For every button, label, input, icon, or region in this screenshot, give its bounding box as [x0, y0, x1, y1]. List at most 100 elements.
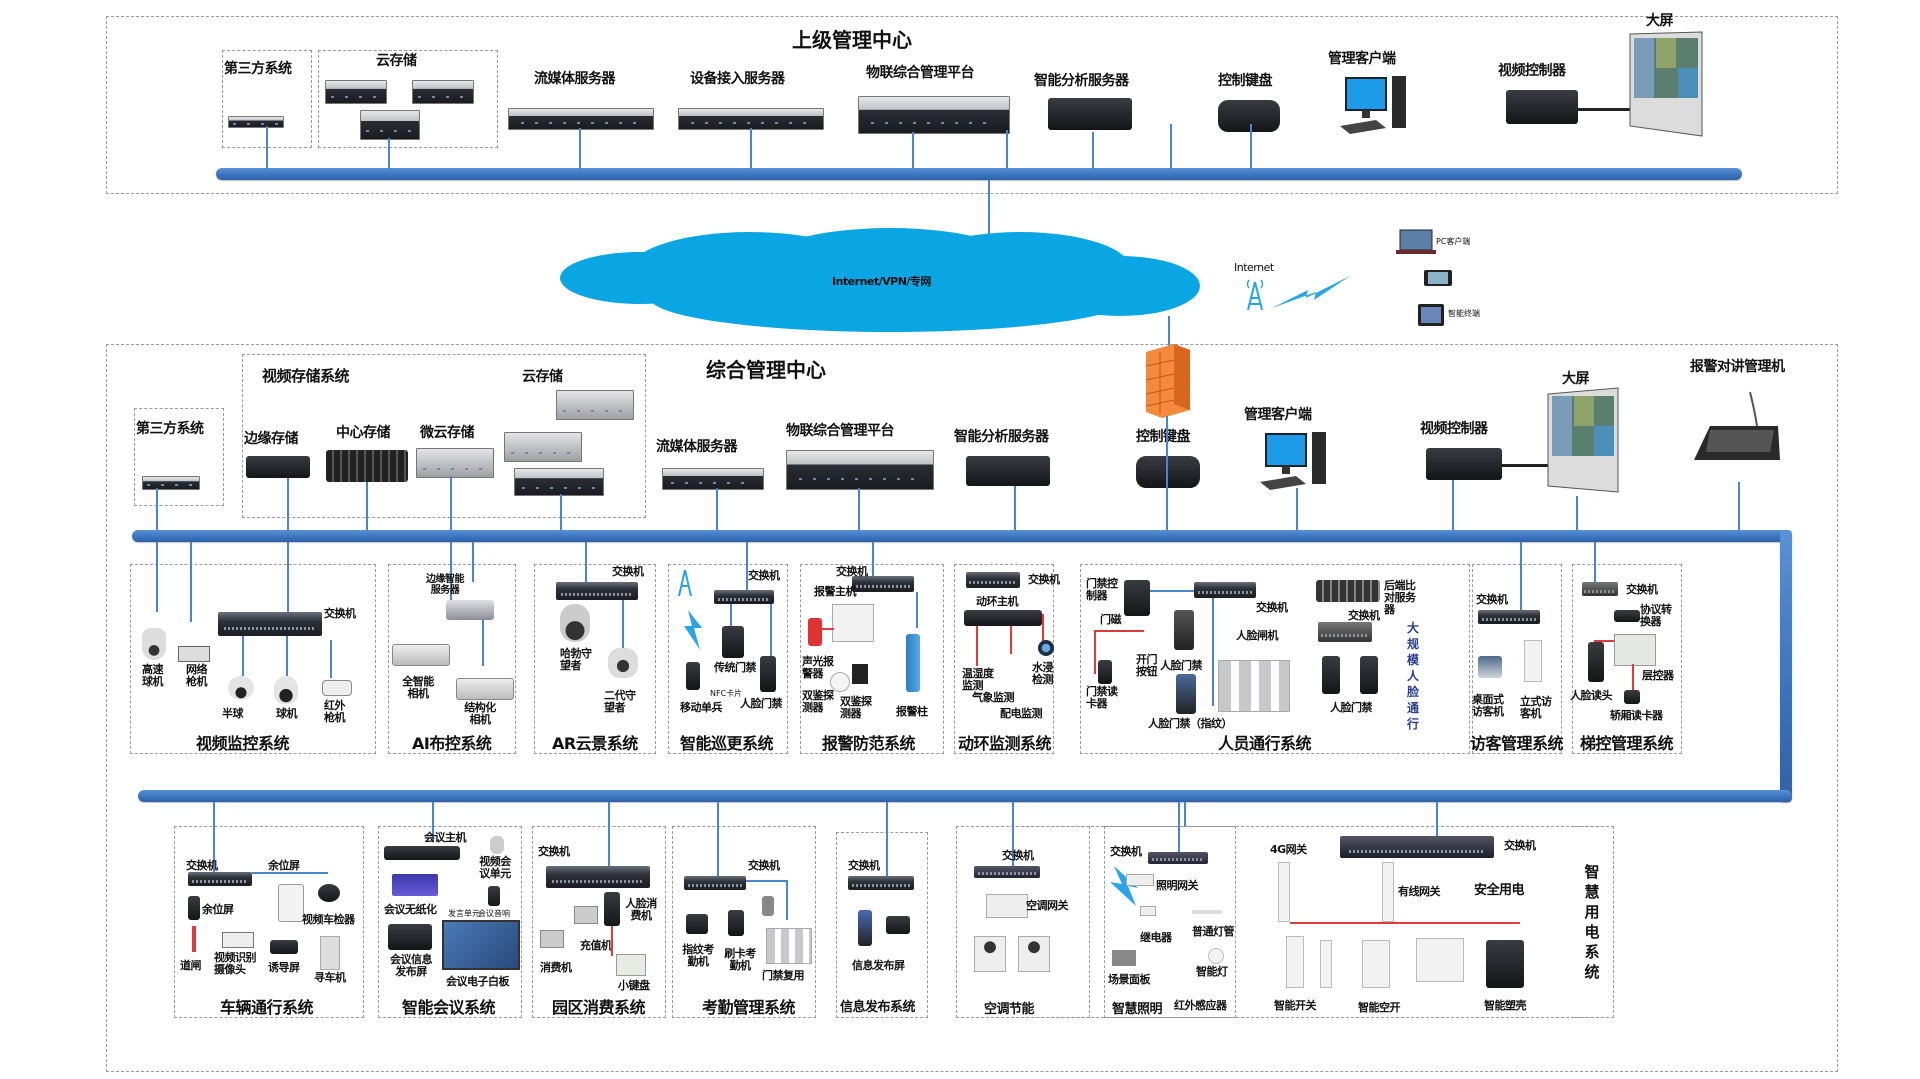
consumption-machine-icon	[540, 930, 564, 948]
link	[242, 636, 244, 676]
fingerprint-attendance-icon	[686, 914, 708, 934]
wired-gateway-icon	[1382, 862, 1394, 922]
device-label: 会议音响	[478, 909, 510, 918]
subsystem-ar-cloud-scene	[534, 564, 656, 754]
device-label: 指纹考勤机	[682, 943, 714, 969]
vehicle-detector-icon	[318, 884, 340, 902]
protocol-converter-icon	[1614, 610, 1640, 622]
upper-video-controller	[1506, 90, 1578, 124]
main-cloud-storage-unit-2	[504, 432, 582, 462]
device-label: 会议无纸化	[384, 903, 437, 916]
device-label: 场景面板	[1108, 973, 1151, 986]
subsystem-environment-monitoring	[954, 564, 1054, 754]
lighting-gateway-icon	[1126, 874, 1154, 886]
device-label: 交换机	[1504, 839, 1536, 852]
tablet-client-label: 智能终端	[1448, 309, 1480, 318]
device-label: 二代守望者	[604, 689, 636, 715]
ir-bullet-camera-icon	[322, 680, 352, 696]
main-video-controller-label: 视频控制器	[1420, 421, 1488, 437]
main-analysis-server-label: 智能分析服务器	[954, 429, 1049, 445]
link	[608, 802, 610, 870]
device-label: 视频车检器	[302, 913, 355, 926]
smart-lamp-icon	[1208, 948, 1224, 964]
main-third-party-box	[134, 408, 224, 506]
link	[287, 542, 289, 616]
upper-cloud-storage-label: 云存储	[376, 53, 417, 69]
device-label: 红外枪机	[324, 699, 346, 725]
ac-gateway-icon	[986, 894, 1028, 918]
device-label: NFC卡片	[710, 689, 743, 698]
subsystem-title: 访客管理系统	[1470, 734, 1564, 753]
link	[1006, 130, 1008, 170]
micro-cloud-storage-device	[416, 448, 494, 478]
lower-network-bus	[138, 790, 1792, 802]
main-bus-right-riser	[1780, 530, 1792, 802]
device-label: 视频识别摄像头	[214, 951, 257, 977]
alarm-pillar-icon	[906, 634, 920, 692]
upper-cloud-storage-unit-1	[325, 80, 387, 104]
subsystem-title: 空调节能	[984, 1002, 1035, 1017]
upper-center-title: 上级管理中心	[792, 28, 912, 52]
switch-icon	[1340, 836, 1494, 858]
upper-analysis-server-label: 智能分析服务器	[1034, 73, 1129, 89]
link	[1594, 542, 1596, 584]
device-label: 4G网关	[1270, 843, 1307, 856]
wire	[976, 626, 978, 666]
kiosk-display-icon	[858, 910, 872, 946]
link	[872, 542, 874, 578]
main-streaming-server	[662, 468, 764, 490]
relay-icon	[1140, 906, 1156, 916]
link	[1436, 802, 1438, 836]
mobile-terminal-icon	[686, 662, 700, 690]
upper-cloud-storage-unit-3	[360, 110, 420, 140]
smart-mccb-icon	[1486, 940, 1524, 988]
device-label: 声光报警器	[802, 655, 834, 681]
device-label: 球机	[276, 707, 298, 720]
switch-icon	[546, 866, 650, 888]
radio-tower-icon	[678, 569, 692, 597]
video-conference-unit-icon	[490, 836, 504, 854]
main-center-frame	[106, 344, 1838, 1072]
link	[746, 542, 748, 590]
link	[1166, 416, 1168, 532]
device-label: 门禁复用	[762, 969, 805, 982]
parking-screen-icon	[278, 884, 304, 922]
link	[750, 128, 752, 170]
device-label: 哈勃守望者	[560, 647, 592, 673]
device-label: 智能开关	[1274, 999, 1317, 1012]
device-label: 空调网关	[1026, 899, 1069, 912]
device-label: 照明网关	[1156, 879, 1199, 892]
subsystem-park-consumption	[532, 826, 666, 1018]
smart-switch-icon-2	[1320, 940, 1332, 988]
upper-control-keyboard	[1218, 100, 1280, 132]
pc-client-label: PC客户端	[1436, 237, 1471, 246]
device-label: 人脸门禁	[1160, 659, 1203, 672]
subsystem-title: 报警防范系统	[822, 734, 916, 753]
main-cloud-storage-unit-1	[556, 390, 634, 420]
subsystem-smart-lighting	[1104, 826, 1236, 1018]
mini-dome-icon	[228, 676, 254, 700]
link	[472, 542, 474, 582]
device-label: 智能空开	[1358, 1001, 1401, 1014]
wire	[1094, 630, 1096, 674]
wall-display-icon	[886, 916, 910, 934]
link	[579, 128, 581, 170]
hubble-camera-icon	[560, 604, 590, 642]
device-label: 交换机	[1028, 573, 1060, 586]
device-label: 边缘智能服务器	[426, 574, 465, 596]
upper-device-access-label: 设备接入服务器	[690, 71, 785, 87]
device-label: 人脸门禁（指纹）	[1148, 717, 1233, 730]
wire	[611, 926, 613, 956]
floor-controller-icon	[1614, 634, 1656, 666]
car-finder-icon	[320, 936, 340, 970]
device-label: 立式访客机	[1520, 695, 1552, 721]
switch-icon	[684, 876, 746, 890]
wire	[1594, 640, 1614, 642]
access-gate-icon	[766, 928, 812, 964]
upper-big-screen-icon	[1629, 31, 1703, 137]
face-access-icon	[760, 656, 776, 692]
device-label: 动环主机	[976, 595, 1019, 608]
switch-icon	[714, 590, 774, 604]
link	[1178, 802, 1180, 860]
subsystem-title: 人员通行系统	[1218, 734, 1312, 753]
